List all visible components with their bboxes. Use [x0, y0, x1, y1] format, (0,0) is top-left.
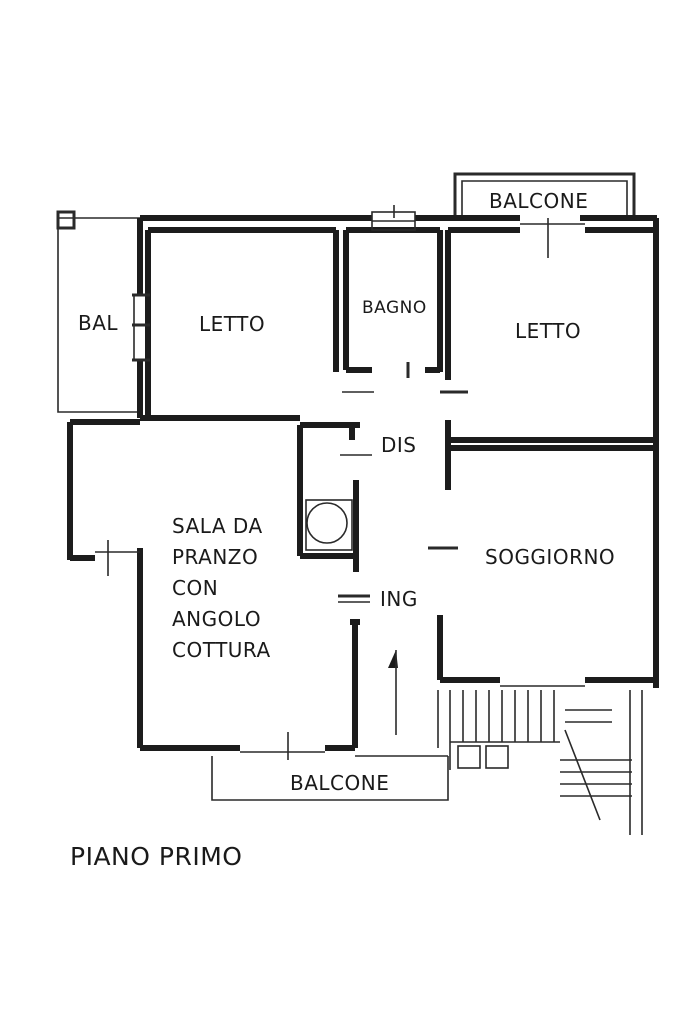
- staircase: [388, 650, 643, 835]
- room-label-ing: ING: [380, 587, 418, 611]
- chimney-duct: [305, 499, 353, 551]
- room-label-bal: BAL: [78, 311, 119, 335]
- balcony-top-outline: [453, 172, 636, 218]
- floor-title: PIANO PRIMO: [70, 842, 243, 871]
- room-label-dis: DIS: [381, 433, 417, 457]
- room-label-balcone-bottom: BALCONE: [290, 771, 390, 795]
- room-label-letto-right: LETTO: [515, 319, 582, 343]
- room-label-sala-da-pranzo: SALA DA PRANZO CON ANGOLO COTTURA: [172, 514, 271, 662]
- balcony-left-outline: [56, 210, 140, 413]
- room-label-letto-left: LETTO: [199, 312, 266, 336]
- balcony-bottom-outline: [211, 755, 449, 801]
- exterior-walls: [67, 215, 659, 751]
- room-label-bagno: BAGNO: [362, 298, 427, 318]
- openings: [95, 205, 585, 760]
- room-label-soggiorno: SOGGIORNO: [485, 545, 616, 569]
- room-label-balcone-top: BALCONE: [489, 189, 589, 213]
